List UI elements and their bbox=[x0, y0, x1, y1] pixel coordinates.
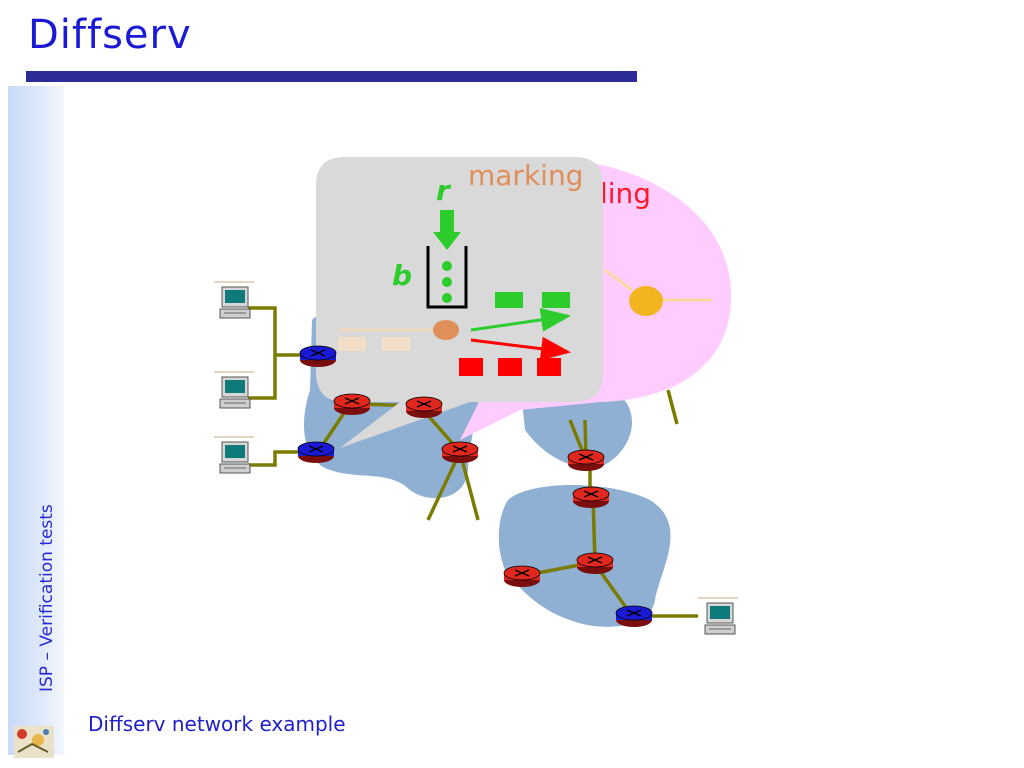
slide-caption: Diffserv network example bbox=[88, 712, 346, 736]
core-router bbox=[503, 565, 541, 588]
core-router bbox=[441, 441, 479, 464]
host-computer-icon bbox=[219, 286, 251, 319]
marking-callout bbox=[316, 157, 603, 448]
nonconforming-arrow bbox=[470, 336, 571, 361]
core-router bbox=[405, 396, 443, 419]
marker-node bbox=[433, 320, 459, 340]
host-computer-icon bbox=[219, 376, 251, 409]
token bbox=[442, 261, 452, 271]
red-packet bbox=[537, 358, 561, 376]
red-packet bbox=[459, 358, 483, 376]
token-bucket bbox=[426, 246, 468, 309]
red-packet bbox=[498, 358, 522, 376]
title-underline bbox=[26, 71, 637, 82]
rate-arrow-shaft bbox=[440, 210, 454, 234]
edge-router bbox=[297, 441, 335, 464]
rate-arrow-head bbox=[433, 232, 461, 250]
slide-title: Diffserv bbox=[28, 12, 192, 58]
core-router bbox=[576, 552, 614, 575]
input-link bbox=[604, 268, 633, 292]
host-computer-icon bbox=[219, 441, 251, 474]
core-router bbox=[333, 393, 371, 416]
scheduling-label: ling bbox=[600, 177, 651, 210]
green-packet bbox=[542, 292, 570, 308]
host-computer-icon bbox=[704, 602, 736, 635]
rate-label: r bbox=[436, 174, 452, 207]
corner-logo-icon bbox=[14, 726, 54, 758]
scheduler-node bbox=[629, 286, 663, 316]
token bbox=[442, 293, 452, 303]
core-router bbox=[567, 449, 605, 472]
core-router bbox=[572, 486, 610, 509]
token bbox=[442, 277, 452, 287]
marking-label: marking bbox=[468, 159, 583, 192]
bucket-label: b bbox=[392, 259, 412, 292]
edge-router bbox=[299, 345, 337, 368]
conforming-arrow bbox=[470, 307, 571, 332]
unmarked-packet bbox=[338, 337, 366, 351]
edge-router bbox=[615, 605, 653, 628]
unmarked-packet bbox=[382, 337, 410, 351]
green-packet bbox=[495, 292, 523, 308]
sidebar-band bbox=[8, 86, 64, 755]
